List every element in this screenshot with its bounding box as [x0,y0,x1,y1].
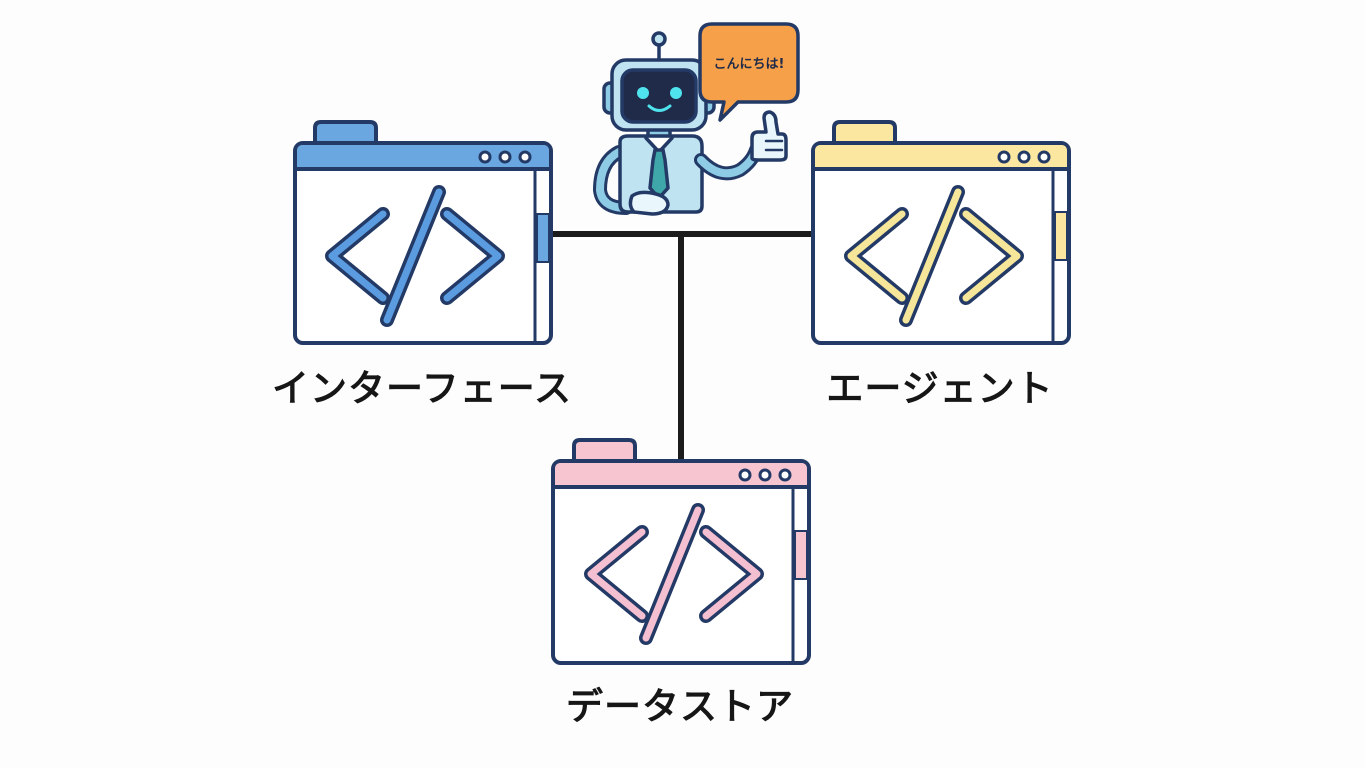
node-label-interface: インターフェース [272,367,572,410]
node-label-datastore: データストア [566,685,794,728]
window-tab [832,120,897,149]
window-agent [811,120,1071,345]
code-icon [325,185,505,327]
window-controls [997,150,1051,164]
speech-bubble-icon: こんにちは! [698,22,800,122]
node-label-agent: エージェント [826,367,1054,410]
window-controls [738,468,792,482]
window-controls [478,150,532,164]
window-datastore [551,438,811,665]
speech-bubble-text: こんにちは! [714,57,785,72]
scrollbar-thumb[interactable] [536,213,550,263]
window-interface [293,120,553,345]
code-icon [584,503,764,645]
window-tab [313,120,378,149]
scrollbar-thumb[interactable] [1054,211,1068,261]
robot-icon [593,31,788,216]
window-tab [572,438,637,467]
scrollbar-thumb[interactable] [794,530,808,580]
connector-lines [548,231,815,462]
code-icon [844,185,1024,327]
